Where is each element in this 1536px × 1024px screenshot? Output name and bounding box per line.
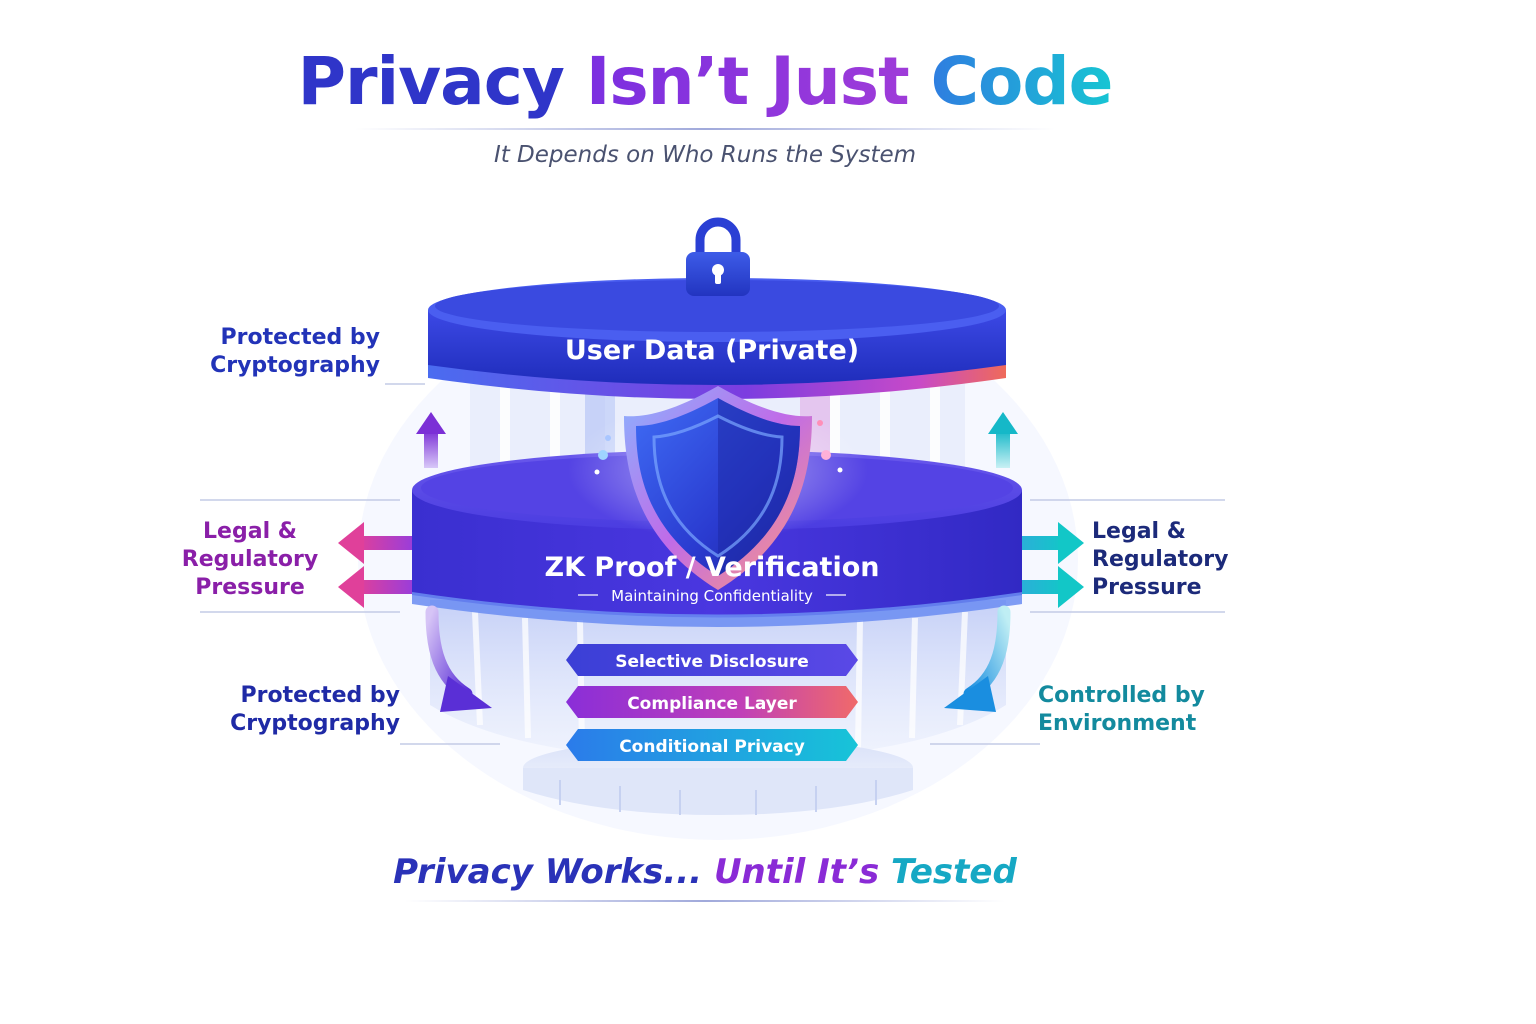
page-title: Privacy Isn’t Just Code <box>0 43 1410 120</box>
label-line: Environment <box>1038 711 1197 736</box>
curved-arrow-icon-left <box>425 605 492 712</box>
label-mid-right: Legal & Regulatory Pressure <box>1092 518 1232 602</box>
title-part-privacy: Privacy <box>297 43 586 120</box>
footer-part-tested: Tested <box>891 852 1017 892</box>
selective-disclosure-button[interactable]: Selective Disclosure <box>566 644 858 676</box>
conditional-privacy-label: Conditional Privacy <box>619 737 805 757</box>
label-line: Cryptography <box>230 711 400 736</box>
label-line: Legal & <box>203 519 297 544</box>
top-layer-label: User Data (Private) <box>565 335 859 366</box>
selective-disclosure-label: Selective Disclosure <box>615 652 808 672</box>
label-bottom-right: Controlled by Environment <box>1038 682 1238 738</box>
top-layer-disc <box>428 278 1006 399</box>
label-line: Legal & <box>1092 519 1186 544</box>
label-line: Protected by <box>240 683 401 708</box>
label-line: Regulatory <box>181 547 319 572</box>
label-top-left: Protected by Cryptography <box>200 324 380 380</box>
label-line: Cryptography <box>210 353 380 378</box>
label-mid-left: Legal & Regulatory Pressure <box>180 518 320 602</box>
footer-part-until-its: Until It’s <box>713 852 892 892</box>
title-part-isnt-just: Isn’t Just <box>585 43 931 120</box>
conditional-privacy-button[interactable]: Conditional Privacy <box>566 729 858 761</box>
lock-icon <box>686 217 750 296</box>
arrow-up-icon-right <box>988 412 1018 468</box>
footer-tagline: Privacy Works... Until It’s Tested <box>0 852 1410 892</box>
arrow-up-icon-left <box>416 412 446 468</box>
compliance-layer-label: Compliance Layer <box>627 694 797 714</box>
label-bottom-left: Protected by Cryptography <box>220 682 400 738</box>
middle-layer-label: ZK Proof / Verification <box>545 552 880 583</box>
arrow-left-icon-upper <box>338 522 412 564</box>
title-part-code: Code <box>930 43 1114 120</box>
curved-arrow-icon-right <box>944 605 1011 712</box>
label-line: Protected by <box>220 325 381 350</box>
shield-icon <box>624 386 812 590</box>
label-line: Controlled by <box>1038 683 1205 708</box>
title-divider <box>355 128 1055 130</box>
compliance-layer-button[interactable]: Compliance Layer <box>566 686 858 718</box>
label-line: Pressure <box>1092 575 1202 600</box>
label-line: Regulatory <box>1092 547 1229 572</box>
sparkles <box>594 420 843 475</box>
arrow-right-icon-upper <box>1022 522 1084 564</box>
middle-layer-sublabel: Maintaining Confidentiality <box>611 587 813 605</box>
guide-lines <box>200 383 1225 745</box>
footer-divider <box>405 900 1005 902</box>
footer-part-privacy-works: Privacy Works... <box>393 852 714 892</box>
page-subtitle: It Depends on Who Runs the System <box>493 142 917 168</box>
arrow-left-icon-lower <box>338 566 412 608</box>
arrow-right-icon-lower <box>1022 566 1084 608</box>
label-line: Pressure <box>195 575 305 600</box>
